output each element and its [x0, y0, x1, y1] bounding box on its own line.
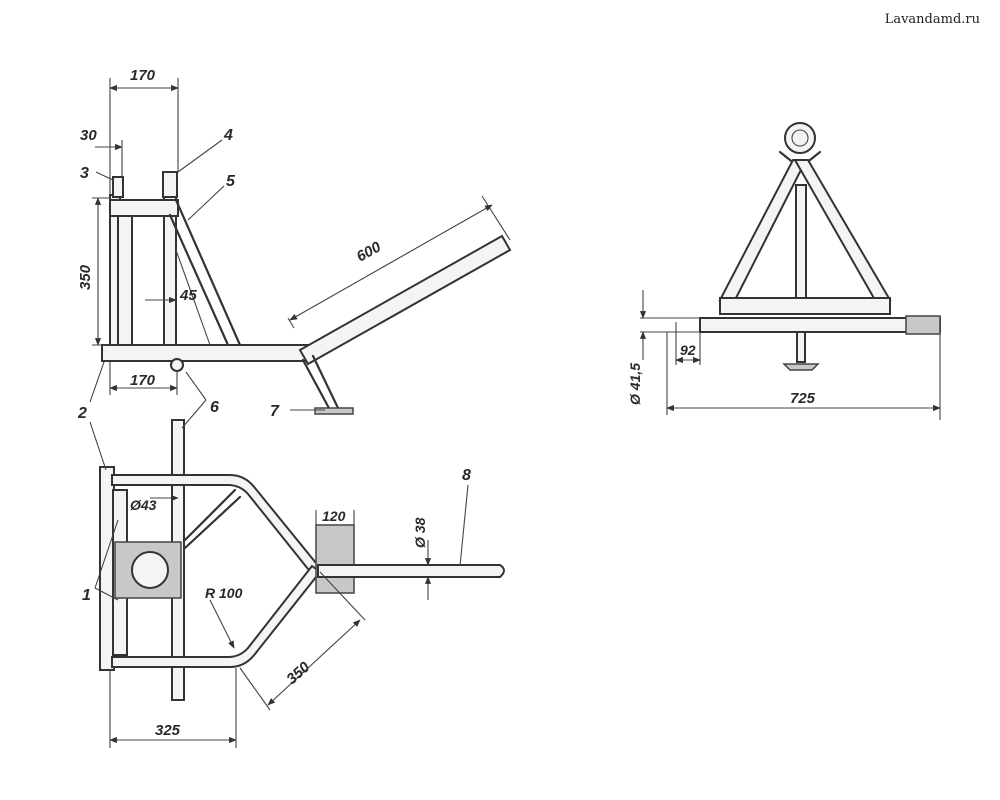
dim-base-width: 170: [130, 372, 156, 389]
dim-angle: 45: [179, 287, 197, 304]
pipe-end-cap: [905, 315, 941, 335]
leader-3: [95, 171, 114, 181]
leader-1b: [94, 587, 119, 601]
front-support-leg: [796, 331, 806, 363]
side-view: [101, 171, 512, 415]
a-frame-crossbar: [719, 297, 891, 315]
ext-line: [481, 195, 511, 241]
clamp-plate: [315, 524, 355, 594]
leader-2a: [89, 421, 107, 471]
dim-plate: 120: [322, 508, 346, 524]
dim-radius: R 100: [205, 585, 243, 601]
dim-top-width: 170: [130, 67, 156, 84]
leader-6a: [185, 371, 207, 401]
ext-line: [319, 571, 366, 621]
side-top-plate: [109, 199, 179, 217]
diagonal-brace-part-5: [168, 198, 242, 347]
leader-6b: [181, 399, 207, 429]
ext-line: [239, 667, 271, 711]
ext-line: [287, 317, 295, 329]
side-post-right: [163, 194, 177, 351]
dim-handle-dia: Ø 38: [412, 517, 428, 548]
leader-4: [177, 139, 223, 173]
dim-line-radius: [209, 599, 235, 649]
right-a-frame-leg: [793, 159, 892, 301]
front-view: [699, 122, 941, 371]
site-watermark: Lavandamd.ru: [884, 12, 980, 27]
front-dimensions: Ø 41,5 92 725: [627, 290, 941, 420]
part-label-2: 2: [77, 405, 87, 422]
leader-8: [459, 484, 469, 567]
dim-arm-length: 350: [283, 658, 313, 688]
front-support-foot: [782, 363, 820, 371]
dim-offset-30: 30: [80, 127, 97, 144]
top-view: [99, 419, 505, 701]
support-foot: [314, 407, 354, 415]
dim-line-arm: [267, 619, 361, 706]
base-pipe: [699, 317, 941, 333]
dim-tube-diameter: Ø43: [130, 497, 157, 513]
dim-handle-length: 600: [354, 238, 385, 265]
lug-part-3: [112, 176, 124, 198]
bolt-part-6: [170, 358, 184, 372]
side-handle: [298, 234, 512, 366]
leader-5: [187, 185, 225, 221]
dim-overall-width: 725: [790, 390, 816, 407]
left-a-frame-leg: [718, 159, 808, 301]
top-pipe-bore: [791, 129, 809, 147]
part-label-5: 5: [226, 173, 236, 190]
handle-part-8: [317, 564, 505, 578]
part-label-8: 8: [462, 467, 471, 484]
dim-height: 350: [77, 264, 94, 290]
lug-part-4: [162, 171, 178, 198]
part-label-3: 3: [80, 165, 89, 182]
dim-line-handle: [289, 204, 493, 321]
dim-end-offset: 92: [680, 342, 696, 358]
side-dimensions: 170 30 350 45 170 600: [77, 67, 511, 395]
part-callouts: 1 2 3 4 5 6 7 8: [77, 127, 471, 604]
side-base-rail: [101, 344, 313, 362]
leader-2b: [89, 361, 105, 403]
part-label-6: 6: [210, 399, 219, 416]
part-label-1: 1: [82, 587, 91, 604]
diagonal-brace-inner: [175, 249, 211, 346]
part-label-4: 4: [223, 127, 233, 144]
leader-1a: [94, 519, 119, 589]
center-post: [795, 184, 807, 304]
hub-circle: [131, 551, 169, 589]
top-pipe-ring: [784, 122, 816, 154]
support-leg-part-7: [301, 354, 340, 412]
dim-pipe-dia: Ø 41,5: [627, 363, 643, 405]
inner-diagonal-brace: [183, 488, 242, 550]
part-label-7: 7: [270, 403, 280, 420]
dim-frame-width: 325: [155, 722, 181, 739]
side-inner-plate: [117, 209, 133, 346]
